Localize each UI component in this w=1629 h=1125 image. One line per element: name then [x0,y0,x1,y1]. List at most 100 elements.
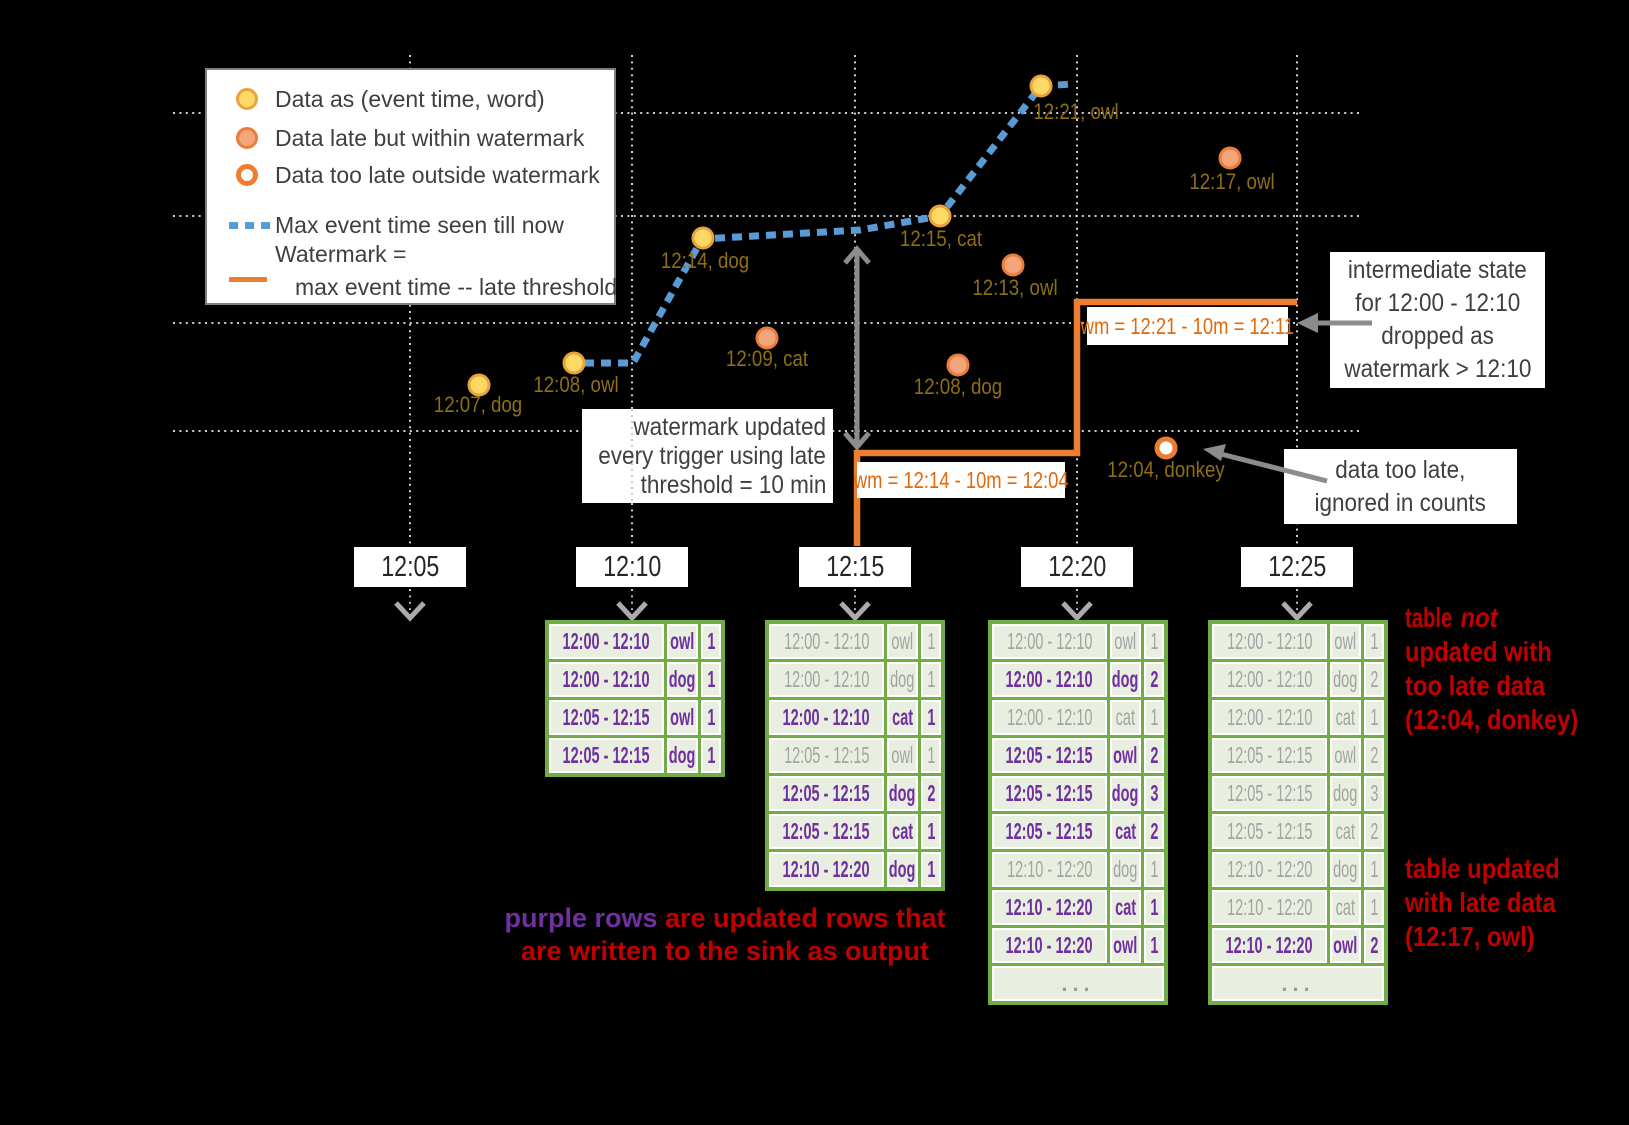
table-cell: cat [1330,814,1361,849]
table-cell: 12:10 - 12:20 [992,852,1107,887]
table-cell: owl [1110,738,1141,773]
table-ellipsis-row: ... [1212,966,1384,1001]
table-ellipsis-row: ... [992,966,1164,1001]
note-line: intermediate state [1348,256,1527,284]
table-cell: dog [1110,662,1141,697]
table-cell: 2 [1144,738,1164,773]
table-cell: 1 [921,662,941,697]
table-cell: cat [887,814,918,849]
table-cell: 1 [701,662,721,697]
table-cell: 12:05 - 12:15 [769,814,884,849]
note-line: data too late, [1335,455,1466,484]
table-updated-note: table updated with late data (12:17, owl… [1405,853,1560,952]
data-point-on-time [928,204,952,228]
data-point-label: 12:04, donkey [1107,457,1225,482]
legend-label: Data late but within watermark [275,124,585,151]
table-cell: dog [887,662,918,697]
table-cell: 1 [921,624,941,659]
gridline-through-box [631,409,633,503]
too-late-dot-icon [236,164,258,186]
table-cell: 1 [921,738,941,773]
table-cell: 1 [1144,852,1164,887]
table-cell: cat [1110,700,1141,735]
legend-item: Data too late outside watermark [207,162,614,188]
table-cell: 1 [921,700,941,735]
tick-12:25: 12:25 [1241,547,1353,587]
data-point-on-time [1029,74,1053,98]
table-cell: dog [1110,852,1141,887]
table-cell: 1 [1144,700,1164,735]
table-cell: 12:05 - 12:15 [769,776,884,811]
watermark-value-label-2: wm = 12:21 - 10m = 12:11 [1081,307,1294,345]
legend-item: Watermark = [207,241,614,267]
table-cell: cat [1330,890,1361,925]
tick-12:15: 12:15 [799,547,911,587]
legend: Data as (event time, word) Data late but… [205,68,617,305]
table-cell: 12:00 - 12:10 [769,624,884,659]
table-cell: owl [1110,928,1141,963]
table-cell: 1 [1144,890,1164,925]
table-cell: 12:05 - 12:15 [992,738,1107,773]
table-cell: 1 [701,738,721,773]
data-point-label: 12:21, owl [1033,99,1119,124]
data-point-label: 12:17, owl [1189,169,1275,194]
tick-12:05: 12:05 [354,547,466,587]
table-cell: 12:00 - 12:10 [1212,624,1327,659]
watermark-value-label-1: wm = 12:14 - 10m = 12:04 [854,462,1068,498]
table-cell: owl [1330,928,1361,963]
table-cell: 2 [1364,662,1384,697]
table-cell: 12:05 - 12:15 [549,738,664,773]
table-cell: 12:00 - 12:10 [1212,662,1327,697]
data-point-late [946,353,970,377]
axis-arrows [394,589,1313,622]
table-not-updated-note: table not updated with too late data (12… [1405,602,1579,735]
table-cell: 3 [1364,776,1384,811]
watermark-updated-note: watermark updated every trigger using la… [582,409,833,503]
table-cell: 1 [1144,928,1164,963]
table-cell: 2 [1364,814,1384,849]
legend-item: Data as (event time, word) [207,86,614,112]
legend-label: Watermark = [275,240,407,267]
table-cell: 12:10 - 12:20 [992,928,1107,963]
table-cell: dog [887,852,918,887]
table-cell: 12:10 - 12:20 [1212,890,1327,925]
table-cell: 12:05 - 12:15 [992,776,1107,811]
table-cell: owl [1330,624,1361,659]
table-cell: dog [667,738,698,773]
table-cell: 12:00 - 12:10 [992,662,1107,697]
table-cell: owl [667,624,698,659]
table-cell: 12:10 - 12:20 [1212,852,1327,887]
table-cell: 2 [1144,662,1164,697]
data-point-on-time [467,373,491,397]
data-point-label: 12:07, dog [433,392,523,417]
table-cell: dog [1330,852,1361,887]
watermark-line-icon [229,276,267,282]
watermark-gap-arrow [843,245,871,451]
table-cell: dog [887,776,918,811]
table-cell: 2 [921,776,941,811]
table-cell: 12:10 - 12:20 [992,890,1107,925]
table-cell: 12:05 - 12:15 [1212,776,1327,811]
table-cell: owl [667,700,698,735]
table-cell: 1 [1364,624,1384,659]
